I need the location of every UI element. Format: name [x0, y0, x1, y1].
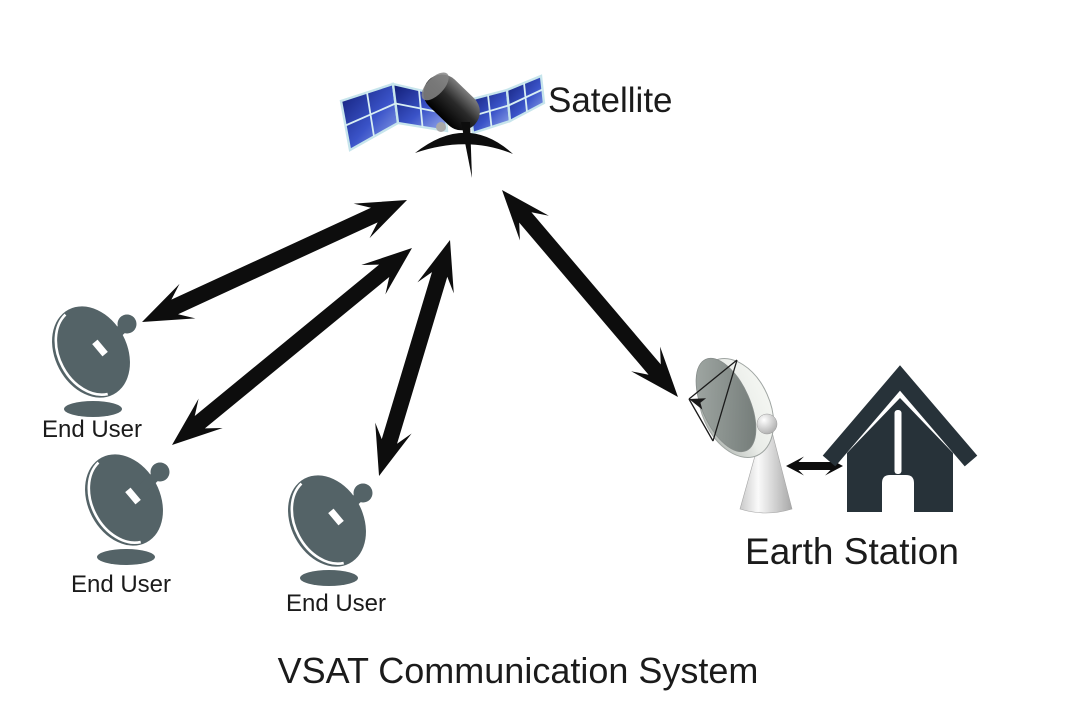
earth-station-label: Earth Station [745, 531, 959, 572]
end-user-dish-2-icon [70, 441, 179, 565]
diagram-title: VSAT Communication System [277, 650, 759, 691]
link-arrow-satellite-end_user_3 [375, 240, 454, 476]
end-user-3-label: End User [285, 590, 387, 617]
link-arrow-satellite-end_user_1 [142, 200, 407, 322]
end-user-2-label: End User [70, 571, 172, 598]
end-user-1-label: End User [41, 416, 143, 443]
feed-arrow-icon [689, 398, 707, 410]
link-arrow-earth_station_dish-earth_station_building [786, 456, 843, 476]
link-arrow-satellite-end_user_2 [171, 248, 412, 446]
link-arrow-satellite-earth_station [502, 190, 678, 398]
end-user-dish-1-icon [37, 293, 146, 417]
end-user-dish-3-icon [273, 462, 382, 586]
building-icon [822, 365, 978, 512]
link-arrows [142, 190, 843, 476]
feed-strut-lines [688, 359, 738, 442]
satellite-label: Satellite [548, 81, 673, 120]
satellite-icon [339, 72, 546, 178]
earth-station-dish-icon [688, 357, 793, 514]
